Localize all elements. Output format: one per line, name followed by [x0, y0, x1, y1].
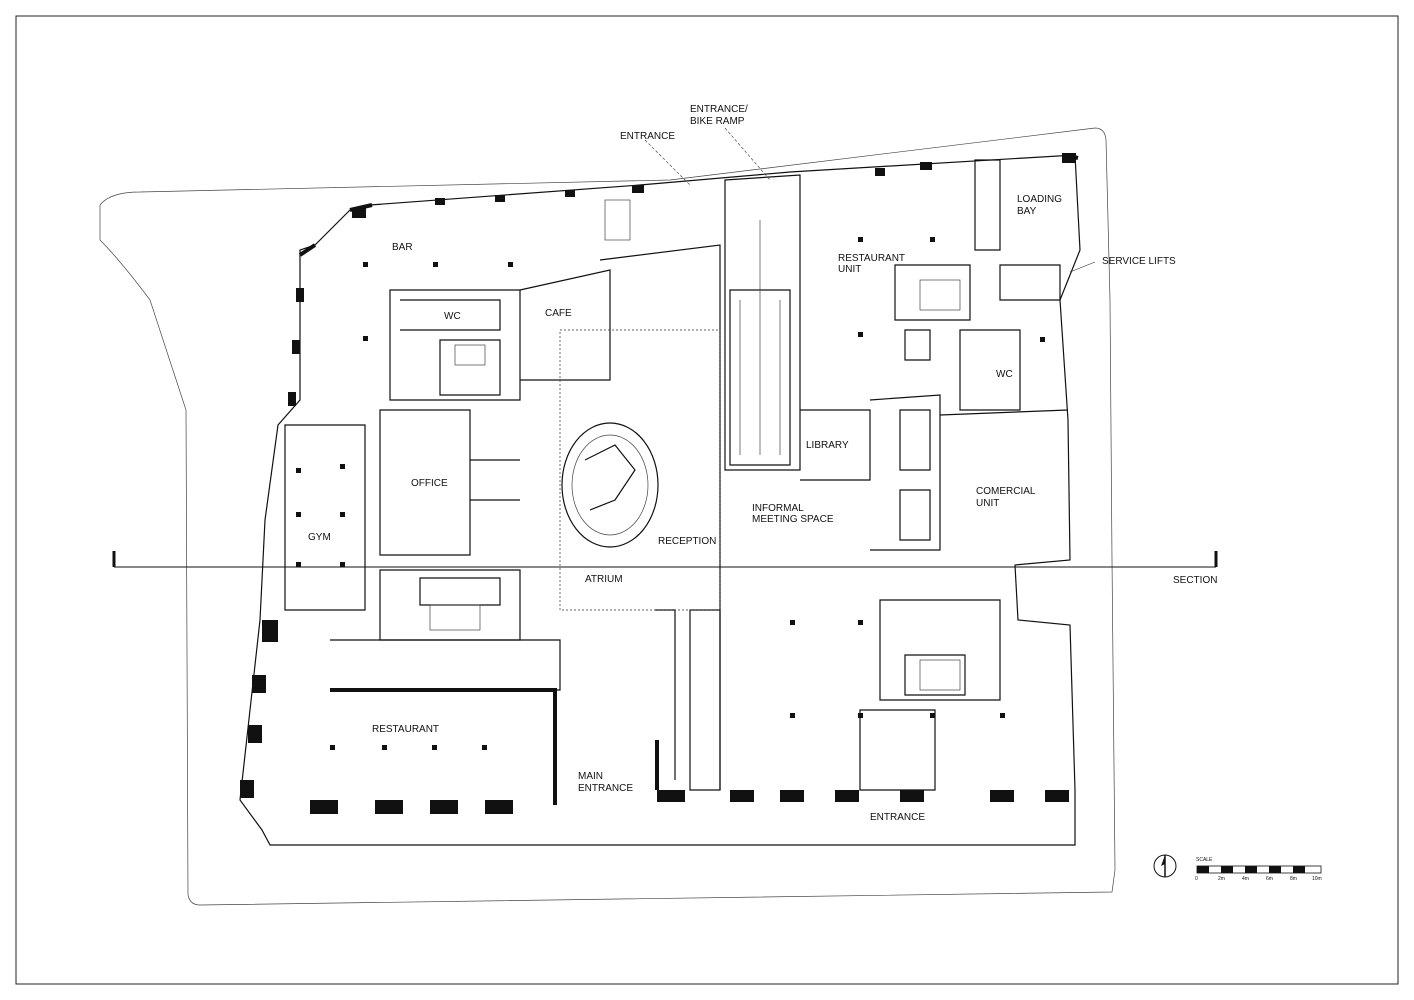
north-arrow-icon — [1153, 854, 1177, 878]
interior-walls — [284, 159, 1069, 805]
columns — [296, 237, 1045, 750]
reception-stair — [561, 422, 659, 548]
label-informal-1: INFORMAL — [752, 503, 804, 514]
label-office: OFFICE — [411, 478, 448, 489]
scale-tick-0: 0 — [1195, 876, 1198, 882]
scale-ticks: 0 2m 4m 6m 8m 10m — [1195, 876, 1322, 882]
leader-lines — [644, 127, 1096, 273]
label-reception: RECEPTION — [658, 536, 716, 547]
label-library: LIBRARY — [806, 440, 849, 451]
scale-tick-6m: 6m — [1266, 876, 1273, 882]
label-cafe: CAFE — [545, 308, 572, 319]
stair-runs — [429, 199, 961, 691]
scale-tick-10m: 10m — [1312, 876, 1322, 882]
sheet-border — [15, 15, 1399, 985]
scale-tick-2m: 2m — [1218, 876, 1225, 882]
label-comercial-2: UNIT — [976, 498, 999, 509]
label-entrance-bike-ramp-2: BIKE RAMP — [690, 116, 745, 127]
site-outline — [99, 127, 1116, 906]
label-restaurant-unit-1: RESTAURANT — [838, 253, 905, 264]
section-line — [112, 551, 1218, 568]
label-entrance-bottom: ENTRANCE — [870, 812, 925, 823]
label-loading-bay-2: BAY — [1017, 206, 1037, 217]
scale-tick-8m: 8m — [1290, 876, 1297, 882]
scale-bar: SCALE 0 2m 4m 6m 8m 10m — [1195, 857, 1322, 882]
facade-top — [298, 153, 1079, 257]
label-comercial-1: COMERCIAL — [976, 486, 1036, 497]
label-main-entrance-2: ENTRANCE — [578, 783, 633, 794]
scale-tick-4m: 4m — [1242, 876, 1249, 882]
label-loading-bay-1: LOADING — [1017, 194, 1062, 205]
label-wc-right: WC — [996, 369, 1013, 380]
building-outline — [239, 154, 1081, 846]
atrium-zone — [559, 329, 721, 611]
scale-title: SCALE — [1196, 857, 1213, 863]
facade-piers — [240, 153, 1076, 814]
label-restaurant-unit-2: UNIT — [838, 264, 861, 275]
label-wc-left: WC — [444, 311, 461, 322]
room-labels: ENTRANCE/ BIKE RAMP ENTRANCE BAR WC CAFE… — [308, 104, 1217, 823]
label-informal-2: MEETING SPACE — [752, 514, 834, 525]
label-gym: GYM — [308, 532, 331, 543]
label-entrance-bike-ramp-1: ENTRANCE/ — [690, 104, 748, 115]
label-restaurant: RESTAURANT — [372, 724, 439, 735]
label-atrium: ATRIUM — [585, 574, 623, 585]
label-main-entrance-1: MAIN — [578, 771, 603, 782]
label-section: SECTION — [1173, 575, 1217, 586]
label-bar: BAR — [392, 242, 413, 253]
label-service-lifts: SERVICE LIFTS — [1102, 256, 1176, 267]
label-entrance-top: ENTRANCE — [620, 131, 675, 142]
